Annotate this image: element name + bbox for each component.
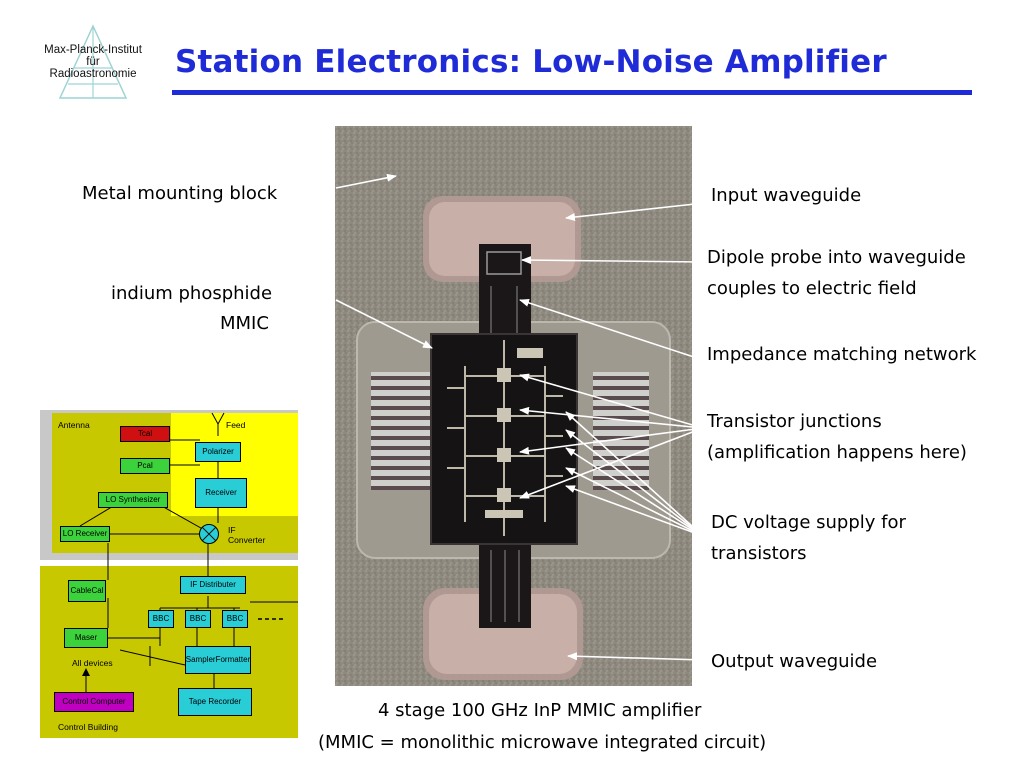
maser-box: Maser	[64, 628, 108, 648]
lo-synthesizer-box: LO Synthesizer	[98, 492, 168, 508]
polarizer-box: Polarizer	[195, 442, 241, 462]
lo-receiver-box: LO Receiver	[60, 526, 110, 542]
diagram-antenna-label: Antenna	[58, 420, 90, 430]
sampler-line-2: Formatter	[215, 655, 251, 664]
label-transistor-junctions-2: (amplification happens here)	[707, 442, 967, 463]
diagram-control-building-label: Control Building	[58, 722, 119, 732]
slide-title: Station Electronics: Low-Noise Amplifier	[175, 44, 887, 80]
vlbi-station-block-diagram: Antenna Feed Tcal Pcal Polarizer Receive…	[40, 410, 298, 738]
cable-cal-line-2: Cal	[91, 586, 104, 595]
mixer-icon	[199, 524, 219, 544]
label-dipole-probe: Dipole probe into waveguide	[707, 247, 966, 268]
label-dc-voltage: DC voltage supply for	[711, 512, 906, 533]
diagram-all-devices-label: All devices	[72, 658, 113, 668]
bbc-box-1: BBC	[148, 610, 174, 628]
caption-line-2: (MMIC = monolithic microwave integrated …	[318, 732, 767, 753]
label-impedance-matching: Impedance matching network	[707, 344, 977, 365]
if-distributer-box: IF Distributer	[180, 576, 246, 594]
mmic-chip-photo	[335, 126, 692, 686]
logo-antenna-mark	[58, 24, 128, 99]
tape-recorder-box: Tape Recorder	[178, 688, 252, 716]
cable-cal-line-1: Cable	[70, 586, 92, 595]
label-dc-voltage-2: transistors	[711, 543, 807, 564]
caption-line-1: 4 stage 100 GHz InP MMIC amplifier	[378, 700, 702, 721]
receiver-box: Receiver	[195, 478, 247, 508]
label-transistor-junctions: Transistor junctions	[707, 411, 882, 432]
diagram-feed-label: Feed	[226, 420, 246, 430]
control-computer-box: Control Computer	[54, 692, 134, 712]
pcal-box: Pcal	[120, 458, 170, 474]
tcal-box: Tcal	[120, 426, 170, 442]
label-indium-phosphide: indium phosphide	[111, 283, 273, 304]
bbc-box-3: BBC	[222, 610, 248, 628]
title-underline	[172, 90, 972, 95]
logo-line-1: Max-Planck-Institut	[44, 44, 142, 56]
label-input-waveguide: Input waveguide	[711, 185, 862, 206]
bbc-box-2: BBC	[185, 610, 211, 628]
sampler-line-1: Sampler	[185, 655, 216, 664]
institute-logo: Max-Planck-Institut für Radioastronomie	[38, 22, 148, 102]
label-output-waveguide: Output waveguide	[711, 651, 878, 672]
diagram-if-label: IF	[228, 525, 236, 535]
logo-line-2: für	[86, 56, 100, 68]
label-mmic: MMIC	[220, 313, 269, 334]
logo-line-3: Radioastronomie	[49, 68, 137, 80]
label-metal-mounting-block: Metal mounting block	[82, 183, 278, 204]
label-dipole-probe-2: couples to electric field	[707, 278, 917, 299]
diagram-converter-label: Converter	[228, 535, 266, 545]
